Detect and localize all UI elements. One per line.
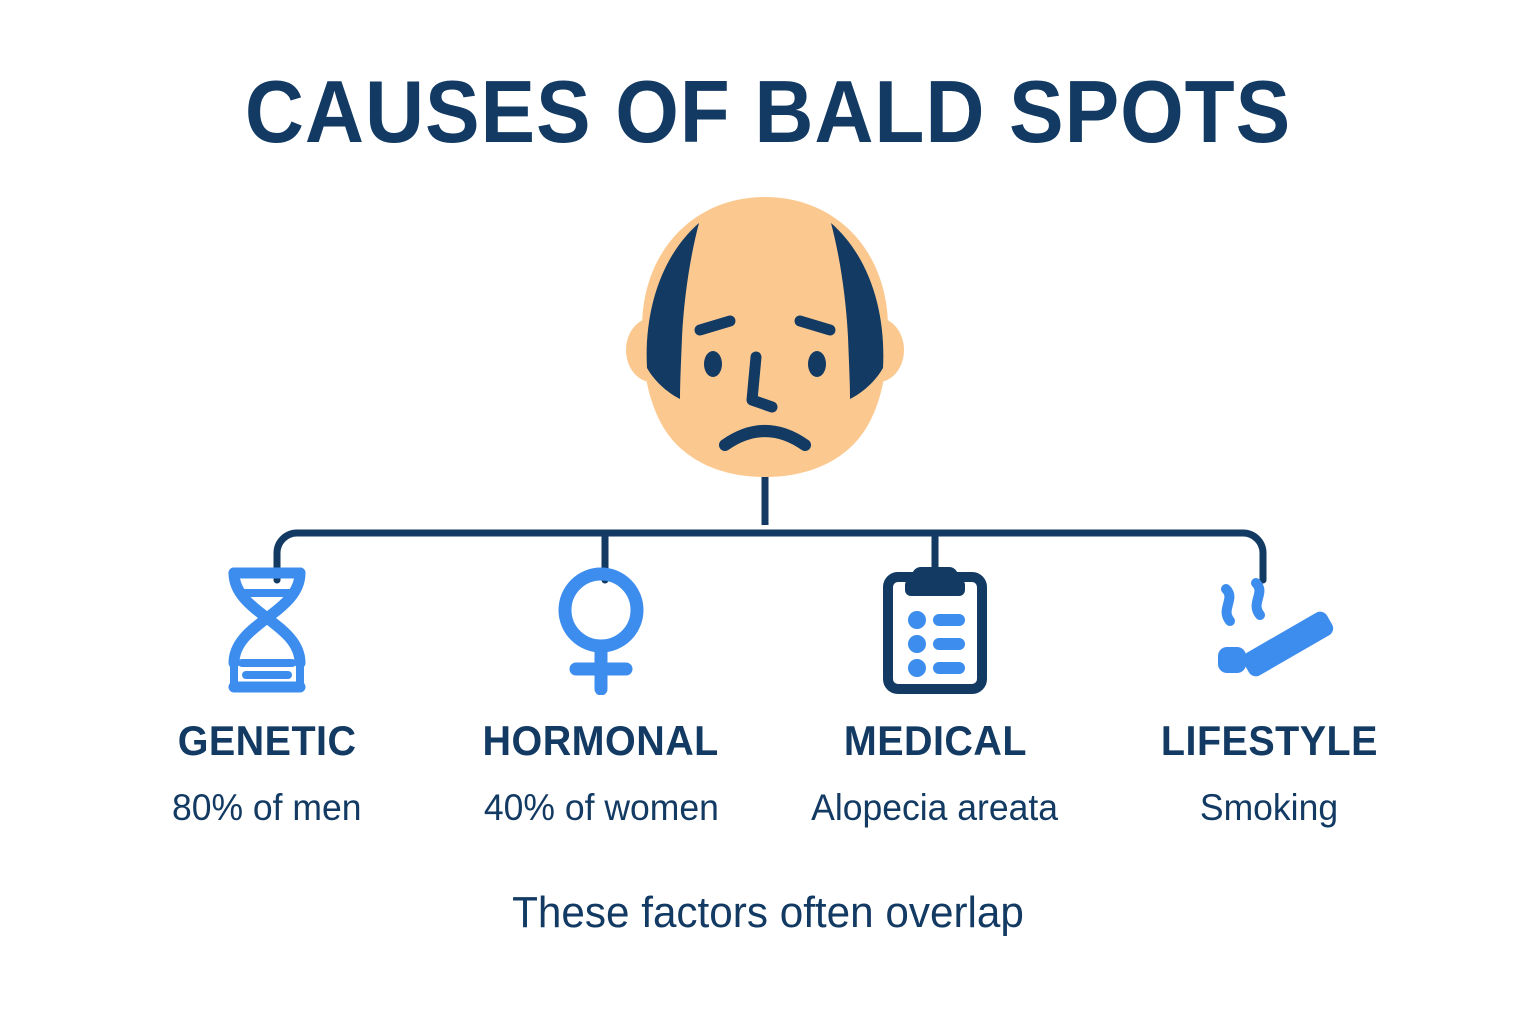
causes-row: GENETIC 80% of men HORMONAL 40% of women [100, 565, 1436, 855]
eye-right [808, 351, 826, 377]
eyebrow-right [794, 315, 836, 336]
cigarette-smoking-icon [1204, 565, 1334, 695]
hair-right [831, 223, 884, 399]
cause-title: GENETIC [177, 717, 357, 764]
cause-column-medical[interactable]: MEDICAL Alopecia areata [768, 565, 1102, 829]
page-title: CAUSES OF BALD SPOTS [244, 62, 1292, 161]
cause-title: HORMONAL [482, 717, 720, 764]
cause-title: MEDICAL [843, 717, 1027, 764]
head-shape [642, 197, 888, 477]
balding-man-face [600, 185, 930, 525]
cause-subtitle: Smoking [1199, 787, 1339, 828]
cause-column-hormonal[interactable]: HORMONAL 40% of women [434, 565, 768, 829]
cause-subtitle: 40% of women [483, 787, 719, 828]
female-venus-icon [546, 565, 656, 695]
cause-column-genetic[interactable]: GENETIC 80% of men [100, 565, 434, 829]
connector-tree [250, 495, 1290, 590]
clipboard-checklist-icon [875, 565, 995, 695]
nose [746, 351, 778, 413]
connector-drop-left [273, 529, 301, 584]
eye-left [704, 351, 722, 377]
cause-column-lifestyle[interactable]: LIFESTYLE Smoking [1102, 565, 1436, 829]
footer-note: These factors often overlap [512, 888, 1024, 937]
hair-left [646, 223, 699, 399]
cause-title: LIFESTYLE [1160, 717, 1378, 764]
dna-icon [212, 565, 322, 695]
cause-subtitle: 80% of men [172, 787, 362, 828]
connector-drop-right [1239, 529, 1267, 584]
cause-subtitle: Alopecia areata [811, 787, 1059, 828]
eyebrow-left [694, 315, 736, 336]
mouth-frown [719, 425, 811, 451]
